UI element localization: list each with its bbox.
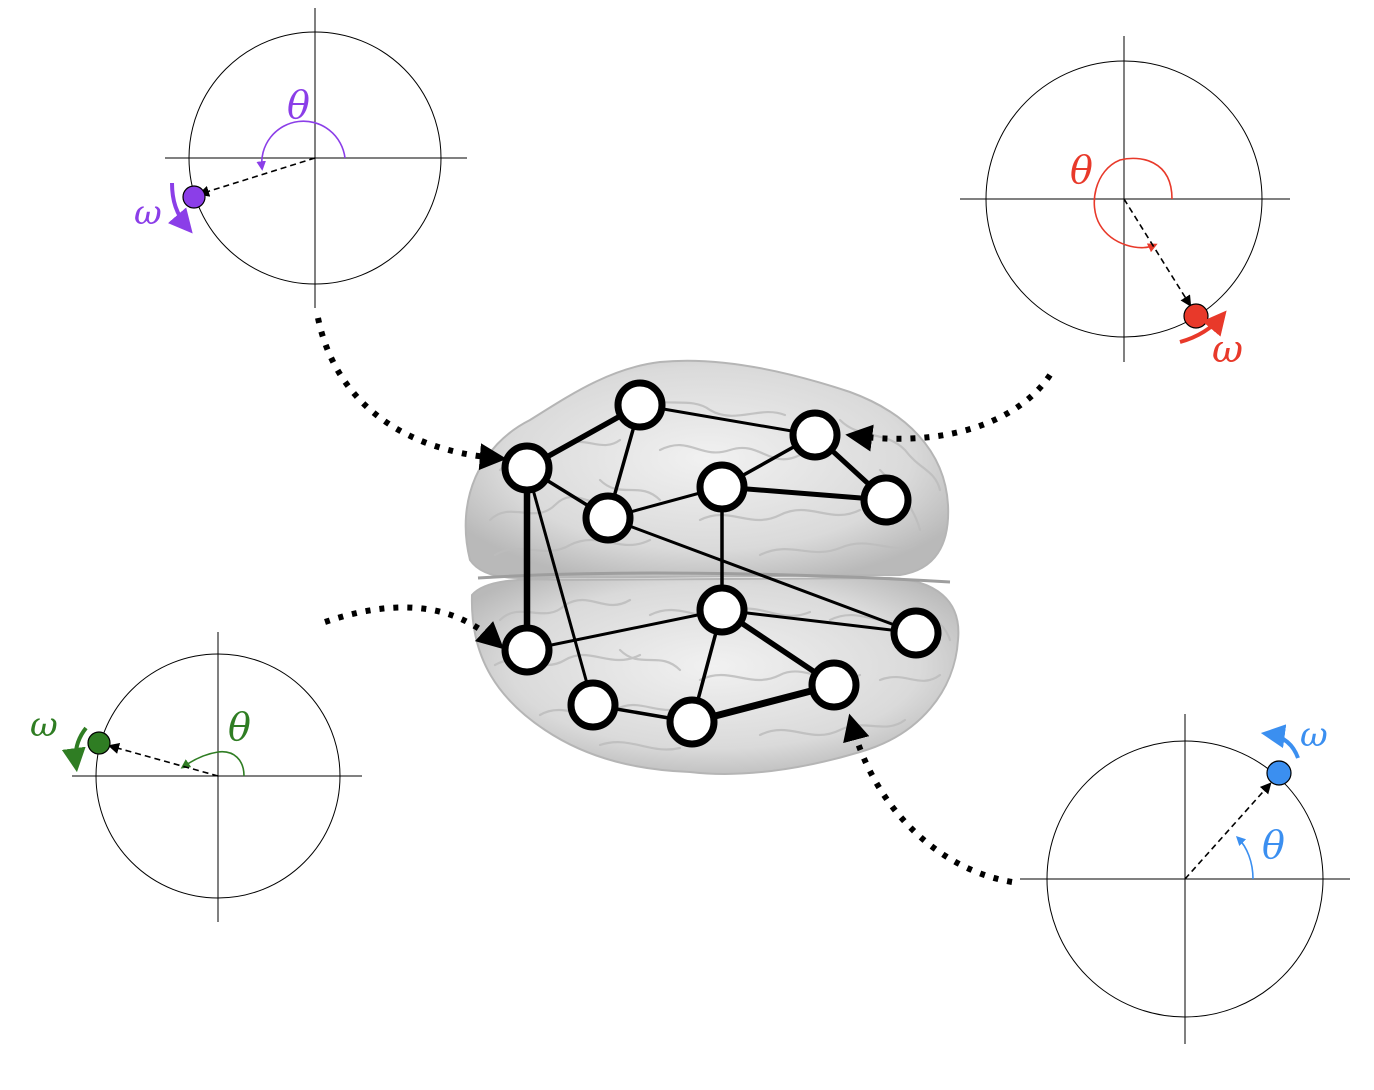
network-node	[666, 696, 718, 748]
connector-green-to-network	[324, 604, 504, 650]
network-node	[614, 379, 666, 431]
omega-arrow	[1260, 724, 1300, 759]
oscillator-purple: θ ω	[134, 8, 467, 308]
theta-arc	[256, 120, 346, 171]
oscillator-dot	[87, 731, 111, 755]
theta-arc	[1235, 835, 1254, 880]
theta-label: θ	[1070, 148, 1093, 192]
omega-arrow	[61, 726, 88, 773]
network-node	[860, 474, 912, 526]
phase-vector	[1184, 782, 1272, 880]
network-edge	[606, 516, 918, 635]
network-node	[808, 659, 860, 711]
oscillator-blue: θ ω	[1020, 714, 1350, 1044]
omega-label: ω	[1300, 715, 1328, 755]
network-edge	[720, 608, 918, 635]
phase-vector	[1123, 198, 1192, 307]
network-edge	[525, 466, 595, 707]
network-node	[890, 607, 942, 659]
omega-arrow	[1179, 310, 1227, 344]
oscillator-dot	[1183, 303, 1209, 329]
network-node	[501, 624, 553, 676]
oscillator-red: θ ω	[960, 36, 1290, 371]
network-node	[582, 492, 634, 544]
network-nodes	[501, 379, 942, 748]
omega-arrow	[167, 182, 193, 234]
connector-purple-to-network	[315, 317, 507, 471]
oscillator-dot	[182, 185, 206, 209]
phase-vector	[197, 157, 316, 197]
network-node	[696, 461, 748, 513]
theta-label: θ	[1262, 823, 1285, 867]
omega-label: ω	[1212, 327, 1243, 371]
theta-label: θ	[228, 705, 251, 749]
network-node	[501, 442, 553, 494]
network-edge	[719, 484, 889, 503]
network-edge	[525, 608, 724, 652]
oscillator-green: θ ω	[30, 632, 362, 922]
network-node	[789, 409, 841, 461]
theta-label: θ	[287, 83, 310, 127]
theta-arc	[180, 751, 245, 777]
connector-blue-to-network	[843, 713, 1013, 885]
dotted-connectors	[315, 317, 1053, 885]
oscillator-dot	[1266, 760, 1292, 786]
network-node	[696, 584, 748, 636]
network-node	[567, 679, 619, 731]
omega-label: ω	[134, 193, 162, 233]
network-edge	[638, 403, 817, 437]
omega-label: ω	[30, 705, 58, 745]
theta-arc	[1093, 157, 1173, 253]
phase-vector	[107, 743, 219, 777]
